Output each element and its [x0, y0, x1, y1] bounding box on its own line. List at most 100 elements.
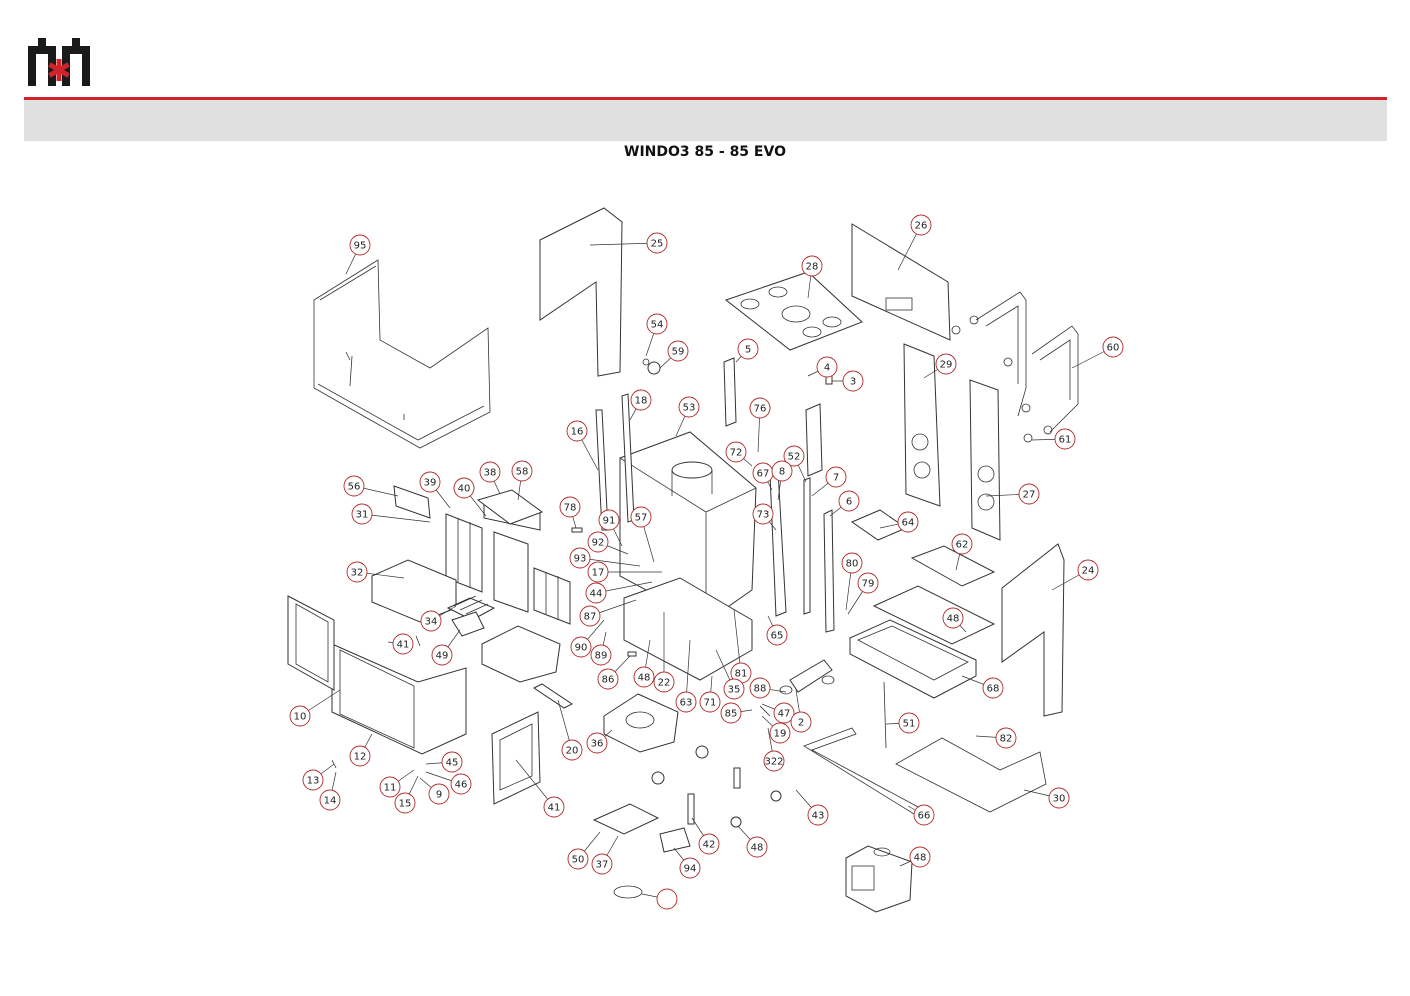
svg-text:61: 61 [1059, 435, 1072, 446]
callout-79: 79 [847, 572, 879, 615]
callout-17: 17 [587, 561, 662, 583]
svg-text:7: 7 [833, 473, 839, 484]
svg-text:14: 14 [324, 796, 337, 807]
svg-text:67: 67 [757, 469, 770, 480]
callout-89: 89 [590, 631, 612, 666]
callout-72: 72 [725, 441, 753, 467]
svg-text:62: 62 [956, 540, 969, 551]
callout-94: 48 [899, 846, 931, 868]
callout-20: 322 [763, 727, 785, 772]
header-red-rule [24, 97, 1387, 100]
callout-15: 9 [419, 777, 450, 805]
svg-text:15: 15 [399, 799, 412, 810]
callout-90: 90 [570, 619, 605, 658]
callout-54: 54 [645, 313, 668, 357]
svg-text:92: 92 [592, 538, 605, 549]
callout-43: 66 [907, 804, 935, 826]
header-grey-bar [24, 100, 1387, 141]
svg-text:53: 53 [683, 403, 696, 414]
svg-text:12: 12 [354, 752, 367, 763]
svg-text:29: 29 [940, 360, 953, 371]
svg-text:78: 78 [564, 503, 577, 514]
svg-text:56: 56 [348, 482, 361, 493]
callout-8: 8 [771, 460, 793, 501]
callout-66: 30 [1023, 787, 1070, 809]
svg-text:58: 58 [516, 467, 529, 478]
callout-47: 85 [720, 702, 753, 724]
callout-11: 46 [425, 771, 472, 795]
svg-text:34: 34 [425, 617, 438, 628]
callout-44: 44 [585, 581, 653, 604]
svg-text:322: 322 [764, 757, 783, 768]
svg-text:24: 24 [1082, 566, 1095, 577]
callout-92: 92 [587, 531, 629, 555]
svg-text:3: 3 [850, 377, 856, 388]
svg-text:37: 37 [596, 860, 609, 871]
svg-text:27: 27 [1023, 490, 1036, 501]
callout-40: 40 [453, 477, 487, 517]
callout-85: 2 [790, 689, 812, 733]
svg-text:42: 42 [703, 840, 716, 851]
svg-text:80: 80 [846, 559, 859, 570]
svg-text:16: 16 [571, 427, 584, 438]
callout-26: 26 [897, 214, 932, 271]
svg-text:85: 85 [725, 709, 738, 720]
callout-9: 41 [515, 759, 565, 818]
callout-51: 82 [975, 727, 1017, 749]
callout-73: 73 [752, 503, 777, 531]
svg-text:57: 57 [635, 513, 648, 524]
callout-50: 37 [591, 835, 619, 875]
callout-41b: 43 [795, 789, 829, 826]
svg-text:48: 48 [751, 843, 764, 854]
svg-text:79: 79 [862, 579, 875, 590]
callout-65: 65 [766, 615, 788, 646]
svg-text:90: 90 [575, 643, 588, 654]
svg-text:63: 63 [680, 698, 693, 709]
callout-42: 48 [737, 825, 768, 858]
page-title: WINDO3 85 - 85 EVO [624, 144, 786, 160]
svg-text:20: 20 [566, 746, 579, 757]
svg-text:41: 41 [548, 803, 561, 814]
callout-48c: 35 [715, 649, 745, 700]
svg-text:76: 76 [754, 404, 767, 415]
svg-text:40: 40 [458, 484, 471, 495]
svg-text:81: 81 [735, 669, 748, 680]
svg-text:72: 72 [730, 448, 743, 459]
callout-48e [641, 888, 678, 910]
svg-text:5: 5 [745, 345, 751, 356]
svg-text:73: 73 [757, 510, 770, 521]
svg-text:48: 48 [638, 673, 651, 684]
callout-5: 5 [735, 338, 759, 363]
svg-text:11: 11 [384, 783, 397, 794]
callout-322: 12 [349, 733, 373, 767]
callout-82: 36 [586, 729, 613, 754]
svg-text:2: 2 [798, 718, 804, 729]
callout-22: 22 [653, 612, 675, 693]
svg-text:47: 47 [778, 709, 791, 720]
svg-text:18: 18 [635, 396, 648, 407]
svg-text:17: 17 [592, 568, 605, 579]
svg-text:94: 94 [684, 864, 697, 875]
callout-6: 6 [829, 490, 860, 517]
callout-39: 39 [419, 471, 451, 509]
callout-2: 51 [885, 712, 920, 734]
callout-3: 3 [832, 370, 864, 392]
callout-45: 13 [302, 763, 335, 791]
callout-36: 19 [761, 715, 791, 744]
callout-67: 67 [752, 462, 774, 491]
callout-32: 32 [346, 561, 405, 583]
svg-text:43: 43 [812, 811, 825, 822]
callout-63: 63 [675, 639, 697, 713]
callout-58: 58 [511, 460, 533, 501]
callout-27: 27 [985, 483, 1040, 505]
svg-text:32: 32 [351, 568, 364, 579]
callout-16: 16 [566, 420, 599, 471]
svg-text:38: 38 [484, 468, 497, 479]
callout-88: 88 [749, 677, 787, 699]
svg-text:4: 4 [824, 363, 830, 374]
callout-14: 15 [394, 775, 419, 814]
callout-25: 25 [589, 232, 668, 254]
callout-91: 91 [598, 509, 623, 547]
svg-text:6: 6 [846, 497, 852, 508]
